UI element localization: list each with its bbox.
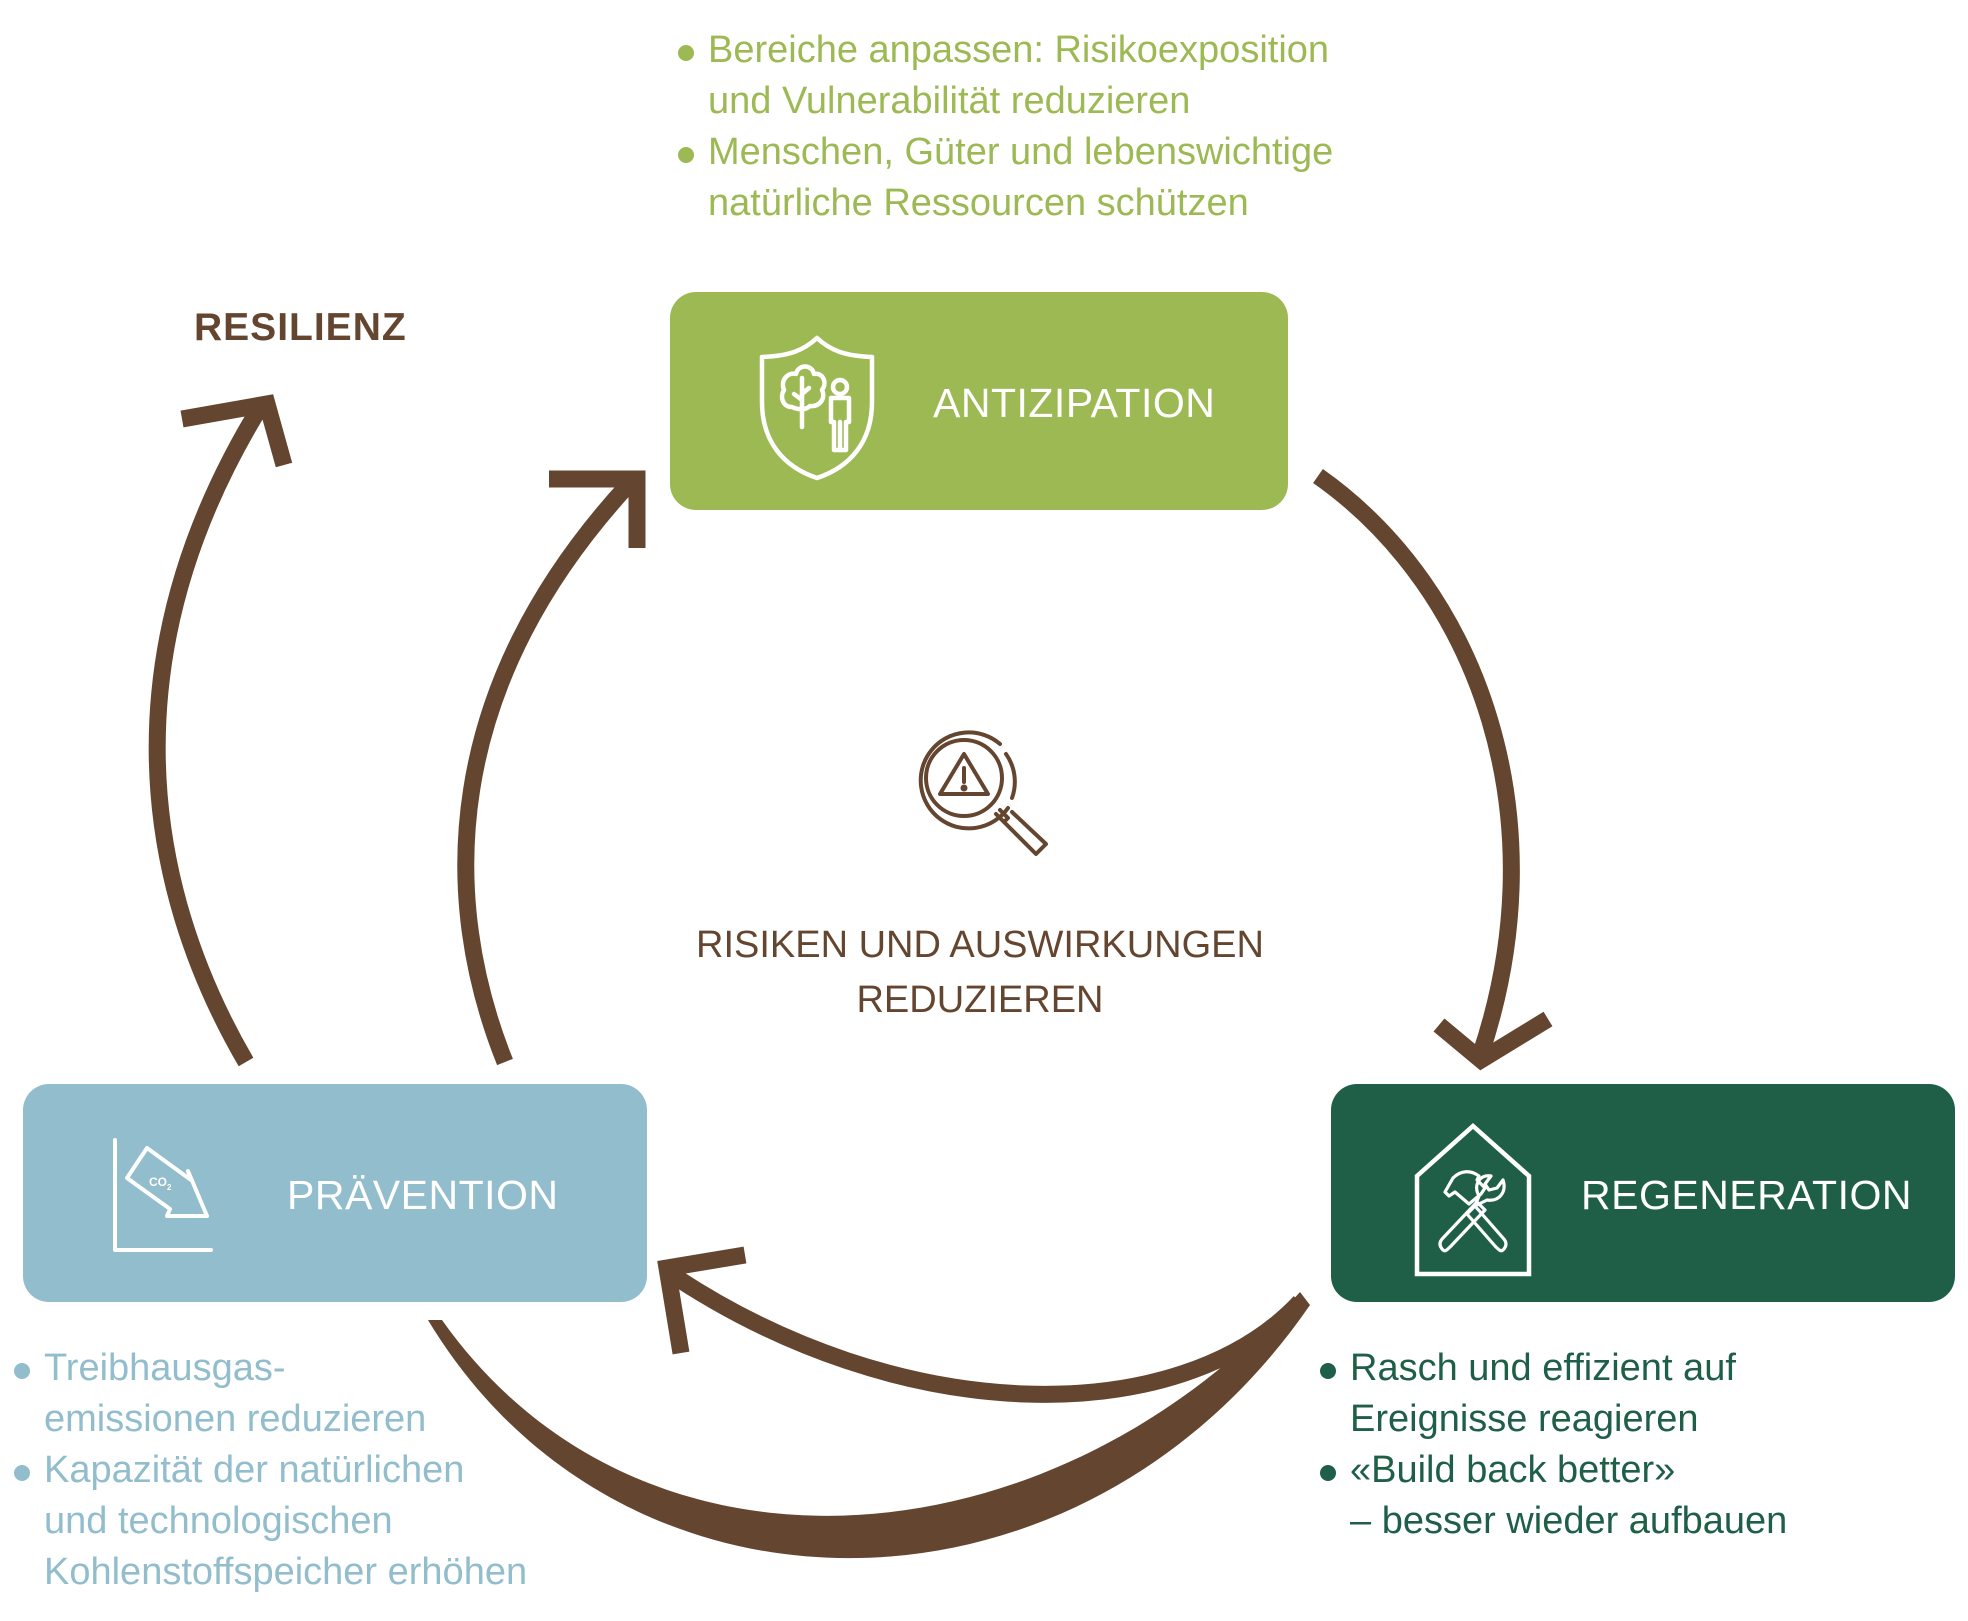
bullet-dot [678, 147, 694, 163]
bullets-antizipation: Bereiche anpassen: Risikoexposition und … [676, 25, 1333, 229]
stage-label-praevention: PRÄVENTION [287, 1172, 559, 1218]
bullet-text: Bereiche anpassen: Risikoexposition [708, 29, 1330, 71]
arrowhead-resilienz [180, 394, 293, 468]
resilienz-label: RESILIENZ [194, 306, 407, 349]
svg-text:CO: CO [149, 1175, 167, 1189]
bullet-text: emissionen reduzieren [44, 1398, 427, 1440]
bullet-text: – besser wieder aufbauen [1350, 1500, 1788, 1542]
stage-label-antizipation: ANTIZIPATION [933, 380, 1216, 426]
bullet-text: Menschen, Güter und lebenswichtige [708, 131, 1334, 173]
arrowhead-regeneration [1433, 1011, 1553, 1071]
house-tools-icon [1414, 1122, 1532, 1277]
arrow-praevention-antizipation [457, 479, 635, 1066]
stage-label-regeneration: REGENERATION [1581, 1172, 1912, 1218]
arrow-antizipation-regeneration [1313, 469, 1520, 1059]
bullet-text: Treibhausgas- [44, 1347, 286, 1389]
bullet-item: Bereiche anpassen: Risikoexposition und … [676, 25, 1333, 127]
bullet-item: Kapazität der natürlichen und technologi… [12, 1445, 527, 1598]
bullet-text: Kohlenstoffspeicher erhöhen [44, 1551, 528, 1593]
co2-decline-chart-icon: CO 2 [113, 1138, 213, 1252]
center-caption-line: RISIKEN UND AUSWIRKUNGEN [696, 924, 1264, 966]
bullet-text: und Vulnerabilität reduzieren [708, 80, 1191, 122]
bullet-dot [14, 1465, 30, 1481]
magnifier-warning-icon [918, 730, 1048, 856]
center-caption-line: REDUZIEREN [856, 979, 1104, 1021]
center-caption: RISIKEN UND AUSWIRKUNGEN REDUZIEREN [640, 918, 1320, 1028]
arrowhead-antizipation [549, 470, 646, 548]
bullet-item: Treibhausgas- emissionen reduzieren [12, 1343, 527, 1445]
bullet-dot [1320, 1465, 1336, 1481]
bullet-text: Rasch und effizient auf [1350, 1347, 1736, 1389]
bullet-text: und technologischen [44, 1500, 393, 1542]
bullet-text: Kapazität der natürlichen [44, 1449, 465, 1491]
bullet-item: Menschen, Güter und lebenswichtige natür… [676, 127, 1333, 229]
stage-box-regeneration: REGENERATION [1331, 1084, 1955, 1302]
arrow-outer-bottom [428, 1292, 1310, 1559]
svg-text:2: 2 [167, 1183, 172, 1192]
bullet-dot [678, 45, 694, 61]
bullet-text: Ereignisse reagieren [1350, 1398, 1699, 1440]
bullet-dot [1320, 1363, 1336, 1379]
bullet-dot [14, 1363, 30, 1379]
bullet-text: natürliche Ressourcen schützen [708, 182, 1249, 224]
arrow-resilienz [148, 399, 270, 1067]
shield-tree-person-icon [759, 335, 875, 481]
bullets-regeneration: Rasch und effizient auf Ereignisse reagi… [1318, 1343, 1787, 1547]
bullet-item: Rasch und effizient auf Ereignisse reagi… [1318, 1343, 1787, 1445]
stage-box-praevention: CO 2 PRÄVENTION [23, 1084, 647, 1302]
arrow-regeneration-praevention [660, 1262, 1307, 1403]
bullet-item: «Build back better» – besser wieder aufb… [1318, 1445, 1787, 1547]
stage-box-antizipation: ANTIZIPATION [670, 292, 1288, 510]
arrowhead-praevention [657, 1246, 747, 1355]
bullets-praevention: Treibhausgas- emissionen reduzieren Kapa… [12, 1343, 527, 1598]
bullet-text: «Build back better» [1350, 1449, 1676, 1491]
